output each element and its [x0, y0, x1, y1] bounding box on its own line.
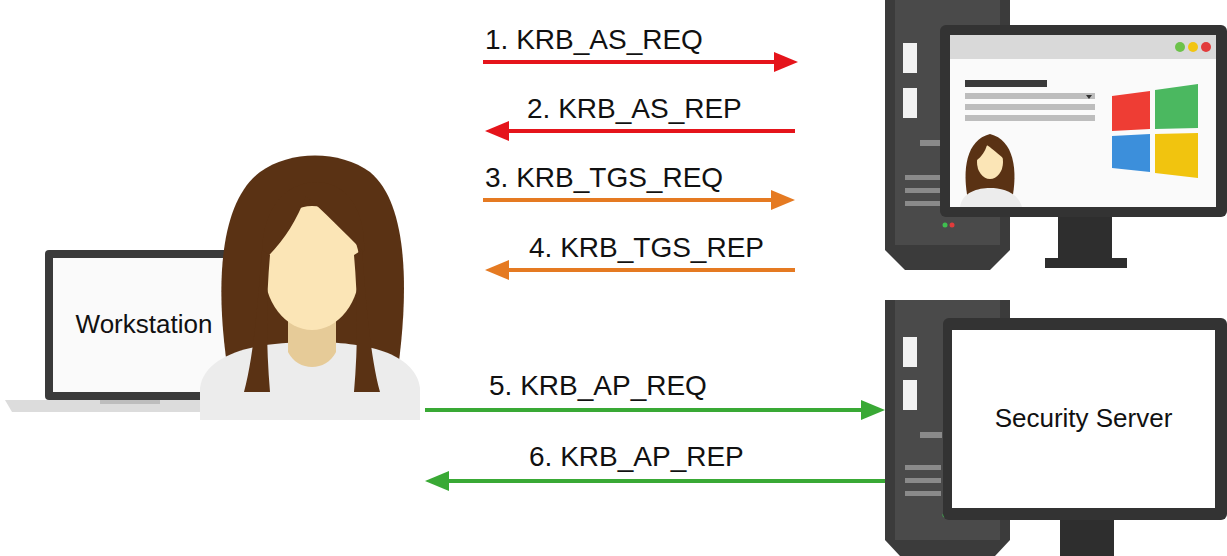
screen-label: Workstation [76, 310, 213, 340]
message-arrow [425, 400, 885, 420]
message-arrows [483, 52, 798, 280]
message-arrow [425, 471, 885, 491]
message-label: 3. KRB_TGS_REQ [483, 162, 725, 194]
screen-label: Security Server [995, 404, 1173, 434]
message-label: 4. KRB_TGS_REP [527, 232, 766, 264]
message-label: 6. KRB_AP_REP [527, 441, 746, 473]
message-label: 1. KRB_AS_REQ [483, 24, 705, 56]
message-label: 2. KRB_AS_REP [525, 93, 744, 125]
server-node: Security Server [885, 298, 1227, 556]
workstation-node: Workstation [0, 150, 425, 420]
kdc-monitor [940, 25, 1227, 268]
message-label: 5. KRB_AP_REQ [487, 370, 709, 402]
computer-illustration [0, 150, 425, 420]
